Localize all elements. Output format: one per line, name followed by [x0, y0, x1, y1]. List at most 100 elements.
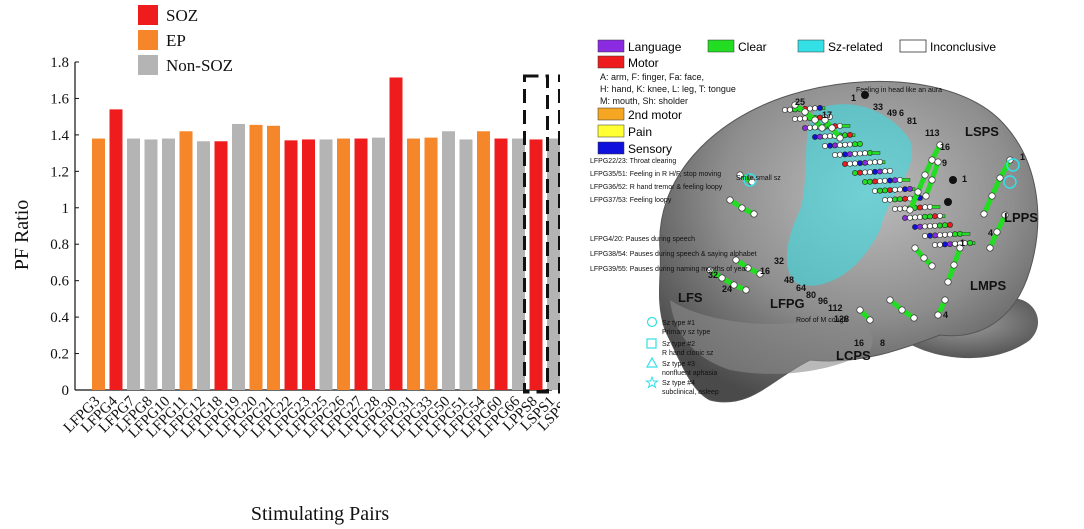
- strip-electrode: [928, 262, 936, 270]
- bar: [459, 139, 473, 390]
- sz-type-2-desc: R hand clonic sz: [662, 350, 714, 357]
- grid-electrode: [827, 114, 833, 120]
- circle-icon: [646, 316, 658, 328]
- grid-electrode: [907, 185, 913, 192]
- grid-electrode: [802, 125, 808, 131]
- bar: [232, 123, 245, 390]
- grid-link: [931, 205, 941, 209]
- grid-electrode: [862, 179, 868, 185]
- grid-electrode: [887, 167, 893, 174]
- strip-electrode: [866, 316, 874, 324]
- grid-electrode: [892, 186, 898, 193]
- grid-electrode: [807, 105, 813, 112]
- grid-electrode: [927, 223, 933, 229]
- strip-electrode: [921, 171, 929, 179]
- strip-electrode: [928, 156, 936, 164]
- triangle-icon: [645, 356, 659, 368]
- grid-electrode: [857, 140, 863, 147]
- bar: [179, 131, 193, 390]
- sz-ring: [1006, 158, 1020, 172]
- region-lmps: LMPS: [970, 278, 1006, 293]
- grid-electrode: [877, 178, 883, 184]
- grid-electrode: [827, 142, 833, 149]
- strip-electrode: [934, 311, 942, 319]
- strip-electrode: [996, 174, 1004, 182]
- grid-link: [961, 232, 971, 236]
- grid-electrode: [852, 170, 858, 176]
- strip-electrode: [756, 270, 764, 278]
- num-113: 113: [925, 128, 940, 138]
- grid-electrode: [932, 232, 938, 239]
- note-4: LFPG37/53: Feeling loopy: [590, 197, 672, 204]
- grid-electrode: [952, 240, 958, 247]
- bar: [109, 109, 123, 390]
- grid-electrode: [832, 152, 838, 158]
- num-1d: 1: [960, 238, 965, 248]
- region-labels: LSPS LPPS LMPS LFS LFPG LCPS: [678, 124, 1038, 363]
- grid-electrode: [817, 105, 823, 111]
- electrode-numbers: 25 17 1 33 49 6 81 113 16 9 1 1 4 1 4 32…: [708, 93, 1025, 348]
- strip-electrode: [818, 124, 826, 132]
- sz-type-4: Sz type #4: [662, 380, 695, 387]
- num-25: 25: [795, 97, 805, 107]
- grid-electrode: [897, 196, 903, 202]
- num-16b: 16: [760, 266, 770, 276]
- highlight-box: [523, 74, 549, 394]
- x-tick-labels: LFPG3LFPG4LFPG7LFPG8LFPG10LFPG11LFPG12LF…: [61, 393, 560, 441]
- num-80: 80: [806, 290, 816, 300]
- num-1b: 1: [1020, 152, 1025, 162]
- electrode-grid: [782, 104, 976, 286]
- brain-electrode-map: Language Clear Sz-related Inconclusive M…: [590, 39, 1038, 403]
- num-17: 17: [822, 110, 832, 120]
- note-2: LFPG35/51: Feeling in R H/F, stop moving: [590, 171, 721, 178]
- y-tick-label: 0.8: [50, 237, 69, 253]
- grid-electrode: [952, 231, 958, 238]
- y-tick-label: 0: [62, 383, 70, 399]
- grid-electrode: [872, 178, 878, 185]
- electrode-strips: [706, 91, 1020, 324]
- grid-electrode: [887, 177, 893, 184]
- strip-electrode: [738, 204, 746, 212]
- sz-type-legend: Sz type #1 Primary sz type Sz type #2 R …: [645, 316, 719, 396]
- grid-electrode: [867, 169, 873, 175]
- grid-electrode: [932, 222, 938, 229]
- region-lfs: LFS: [678, 290, 703, 305]
- sz-type-1-desc: Primary sz type: [662, 329, 710, 336]
- bar: [547, 138, 560, 390]
- legend-inconclusive: Inconclusive: [930, 40, 996, 54]
- grid-electrode: [917, 204, 923, 211]
- bar: [162, 138, 175, 390]
- bar: [407, 138, 420, 390]
- grid-electrode: [852, 160, 858, 167]
- strip-electrode: [730, 281, 738, 289]
- strip-electrode: [922, 192, 930, 200]
- strip-electrode: [750, 210, 758, 218]
- strip-electrode: [898, 306, 906, 314]
- temporal-lobe-shape: [670, 300, 873, 374]
- strip-electrode: [836, 134, 844, 142]
- num-128: 128: [834, 314, 849, 324]
- grid-electrode: [967, 239, 973, 246]
- num-64: 64: [796, 283, 806, 293]
- grid-electrode: [907, 214, 913, 221]
- legend-swatch-inconclusive: [899, 39, 927, 53]
- strip-electrode: [828, 124, 836, 132]
- bar: [337, 138, 350, 390]
- region-lfpg: LFPG: [770, 296, 805, 311]
- grid-electrode: [862, 150, 868, 157]
- legend-sz-related: Sz-related: [828, 40, 883, 54]
- legend-language: Language: [628, 40, 682, 54]
- strip-electrode: [928, 176, 936, 184]
- grid-electrode: [937, 212, 943, 219]
- strip-electrode: [911, 244, 919, 252]
- grid-link: [901, 178, 911, 182]
- num-112: 112: [828, 303, 843, 313]
- strip-electrode: [906, 206, 914, 214]
- grid-electrode: [852, 141, 858, 148]
- legend-swatch-sz-related: [797, 39, 825, 53]
- bar: [249, 124, 263, 390]
- grid-electrode: [822, 143, 828, 149]
- grid-electrode: [922, 204, 928, 211]
